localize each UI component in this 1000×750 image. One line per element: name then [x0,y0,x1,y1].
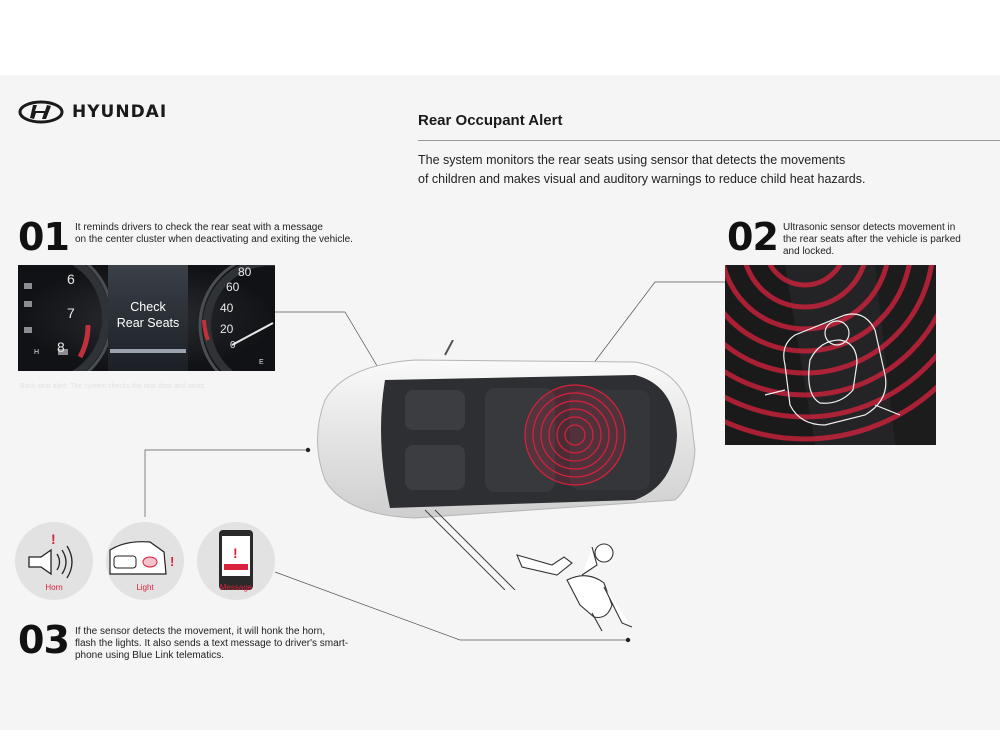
rear-seat-drawing [725,265,936,445]
fuel-tick-label: 60 [226,280,240,294]
message-alert-circle: ! Message [197,522,275,600]
step-number-03: 03 [18,618,70,662]
step-02-line: Ultrasonic sensor detects movement in [783,222,956,233]
gauge-tick-label: 8 [57,339,65,355]
cluster-message: Check Rear Seats [108,299,188,331]
headlight-icon: ! [109,541,174,575]
fuel-tick-label: 20 [220,322,234,336]
step-01-text: It reminds drivers to check the rear sea… [75,222,353,246]
fuel-tick-label: 0 [230,340,236,351]
horn-alert-circle: ! Horn [15,522,93,600]
indicator-h: H [34,349,40,356]
step-03-text: If the sensor detects the movement, it w… [75,626,348,662]
horn-icon: ! [28,531,73,579]
brand-name: HYUNDAI [72,102,168,122]
step-01-line: on the center cluster when deactivating … [75,234,353,245]
icon-label: Message [219,583,253,592]
phone-icon: ! [219,530,253,590]
cluster-message-line: Rear Seats [116,316,180,330]
car-top-view [317,340,696,590]
svg-text:!: ! [170,554,174,569]
fuel-tick-label: 40 [220,301,234,315]
step-03-line: phone using Blue Link telematics. [75,650,224,661]
person-walking-icon [516,543,633,632]
step-03-line: flash the lights. It also sends a text m… [75,638,349,649]
description-line: of children and makes visual and auditor… [418,172,866,186]
brand: HYUNDAI [18,100,167,124]
gauge-tick-label: 6 [67,271,75,287]
description-line: The system monitors the rear seats using… [418,153,846,167]
page-description: The system monitors the rear seats using… [418,151,938,189]
step-02-line: and locked. [783,246,835,257]
step-01-line: It reminds drivers to check the rear sea… [75,222,323,233]
step-02-text: Ultrasonic sensor detects movement in th… [783,222,961,258]
indicator-e: E [259,359,264,366]
svg-text:!: ! [51,531,56,547]
light-alert-circle: ! Light [106,522,184,600]
page-title: Rear Occupant Alert [418,112,563,129]
rear-seat-sensor-photo [725,265,936,445]
step-number-01: 01 [18,215,70,259]
hyundai-logo-icon [18,100,64,124]
svg-text:!: ! [233,545,238,561]
step-02-line: the rear seats after the vehicle is park… [783,234,961,245]
step-03-line: If the sensor detects the movement, it w… [75,626,326,637]
gauge-tick-label: 7 [67,305,75,321]
step-number-02: 02 [727,215,779,259]
title-divider [418,140,1000,141]
cluster-message-line: Check [130,300,166,314]
icon-label: Horn [45,583,63,592]
cluster-drawing [18,265,275,371]
icon-label: Light [136,583,154,592]
cluster-caption: Back seat alert: The system checks the r… [20,383,205,390]
fuel-tick-label: 80 [238,265,252,279]
instrument-cluster: 6 7 8 H Check Rear Seats 80 60 40 20 0 E [18,265,275,371]
